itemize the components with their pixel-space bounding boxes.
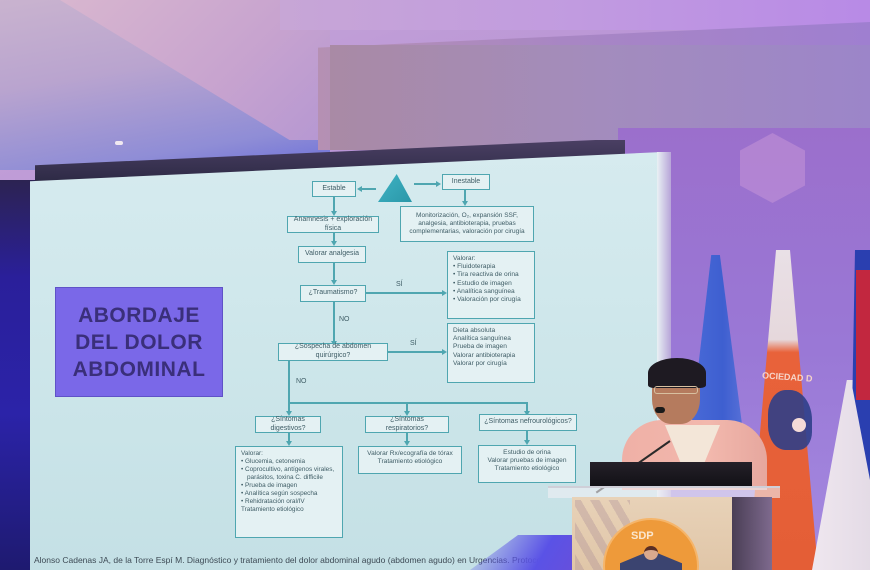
flow-node-sospecha: ¿Sospecha de abdomen quirúrgico?: [278, 343, 388, 361]
slide-title-line: ABDOMINAL: [72, 357, 206, 381]
list-item: • Coprocultivo, antígenos virales,: [241, 466, 335, 473]
arrow-left-icon: [357, 186, 362, 192]
arrow-down-icon: [524, 411, 530, 416]
flow-node-estable: Estable: [312, 181, 356, 197]
podium-glass-shelf: [548, 486, 780, 498]
arrow-right-icon: [442, 349, 447, 355]
flow-label-no: NO: [339, 316, 350, 323]
list-item: Valorar antibioterapia: [453, 351, 516, 359]
list-item: parásitos, toxina C. difficile: [247, 474, 323, 481]
arrow-down-icon: [286, 411, 292, 416]
list-item: • Fluidoterapia: [453, 263, 496, 271]
list-item: • Prueba de imagen: [241, 482, 298, 489]
list-item: Valorar Rx/ecografía de tórax: [367, 450, 453, 457]
list-heading: Valorar:: [241, 450, 263, 457]
flow-label-si: SÍ: [410, 340, 417, 347]
list-item: • Analítica según sospecha: [241, 490, 318, 497]
flow-connector: [526, 431, 528, 441]
flow-node-respiratorios: ¿Síntomas respiratorios?: [365, 416, 449, 433]
ceiling-top: [280, 0, 870, 30]
list-item: • Analítica sanguínea: [453, 287, 515, 295]
list-item: Valorar pruebas de imagen: [487, 457, 567, 465]
flow-connector: [288, 402, 290, 412]
arrow-down-icon: [331, 211, 337, 216]
seal-angel-icon: [620, 553, 682, 570]
list-item: Prueba de imagen: [453, 343, 507, 351]
arrow-down-icon: [404, 441, 410, 446]
slide-citation: Alonso Cadenas JA, de la Torre Espí M. D…: [34, 555, 574, 565]
flow-connector: [288, 433, 290, 443]
flow-node-inestable-actions: Monitorización, O₂, expansión SSF, analg…: [400, 206, 534, 242]
flow-node-digestivos: ¿Síntomas digestivos?: [255, 416, 321, 433]
arrow-down-icon: [462, 201, 468, 206]
slide-title-box: ABORDAJE DEL DOLOR ABDOMINAL: [55, 287, 223, 397]
seal-angel-face-icon: [644, 546, 658, 560]
flow-node-nefrourologicos-actions: Estudio de orina Valorar pruebas de imag…: [478, 445, 576, 483]
podium-top: [590, 462, 752, 488]
flow-connector: [333, 263, 335, 281]
flow-label-no: NO: [296, 378, 307, 385]
flow-connector: [388, 351, 442, 353]
speaker-hair: [648, 358, 706, 388]
arrow-down-icon: [331, 241, 337, 246]
list-item: Tratamiento etiológico: [494, 465, 560, 473]
flow-connector: [464, 190, 466, 202]
arrow-right-icon: [442, 290, 447, 296]
flow-node-quirurgico-actions: Dieta absoluta Analítica sanguínea Prueb…: [447, 323, 535, 383]
flow-connector: [333, 302, 335, 343]
list-item: Estudio de orina: [503, 449, 551, 456]
angel-emblem-icon: [768, 390, 812, 450]
flow-node-trauma-actions: Valorar: • Fluidoterapia • Tira reactiva…: [447, 251, 535, 319]
list-item: Analítica sanguínea: [453, 335, 511, 343]
flow-connector: [406, 433, 408, 443]
flow-connector: [288, 402, 528, 404]
flow-node-inestable: Inestable: [442, 174, 490, 190]
flow-connector: [414, 183, 436, 185]
arrow-down-icon: [404, 411, 410, 416]
slide-title-line: ABORDAJE: [78, 303, 200, 327]
list-item: • Glucemia, cetonemia: [241, 458, 306, 465]
dominican-flag-red: [856, 270, 870, 400]
list-item: Dieta absoluta: [453, 327, 496, 334]
flow-connector: [362, 188, 376, 190]
list-item: Valorar por cirugía: [453, 359, 507, 367]
list-item: • Valoración por cirugía: [453, 296, 521, 304]
arrow-down-icon: [286, 441, 292, 446]
arrow-down-icon: [331, 280, 337, 285]
arrow-right-icon: [436, 181, 441, 187]
slide-title-line: DEL DOLOR: [75, 330, 203, 354]
flow-node-anamnesis: Anamnesis + exploración física: [287, 216, 379, 233]
flow-connector: [526, 402, 528, 412]
list-heading: Valorar:: [453, 255, 476, 262]
flow-label-si: SÍ: [396, 281, 403, 288]
podium-side: [732, 497, 772, 570]
flow-node-respiratorios-actions: Valorar Rx/ecografía de tórax Tratamient…: [358, 446, 462, 474]
flow-node-traumatismo: ¿Traumatismo?: [300, 285, 366, 302]
flow-node-digestivos-actions: Valorar: • Glucemia, cetonemia • Coprocu…: [235, 446, 343, 538]
flow-connector: [333, 197, 335, 212]
flow-node-nefrourologicos: ¿Síntomas nefrourológicos?: [479, 414, 577, 431]
flow-connector: [366, 292, 442, 294]
microphone-icon: [655, 407, 665, 413]
glasses-icon: [654, 386, 698, 394]
angel-face-icon: [792, 418, 806, 432]
list-item: • Estudio de imagen: [453, 279, 512, 287]
ceiling-light-icon: [115, 141, 123, 145]
list-item: • Tira reactiva de orina: [453, 271, 519, 279]
list-footer: Tratamiento etiológico: [241, 506, 304, 513]
flow-node-valorar-analgesia: Valorar analgesia: [298, 246, 366, 263]
sdp-seal-text: SDP: [631, 530, 654, 542]
list-item: • Rehidratación oral/IV: [241, 498, 305, 505]
flow-connector: [333, 233, 335, 243]
list-item: Tratamiento etiológico: [377, 458, 443, 466]
flow-connector: [406, 402, 408, 412]
flow-connector: [288, 361, 290, 403]
arrow-down-icon: [524, 440, 530, 445]
